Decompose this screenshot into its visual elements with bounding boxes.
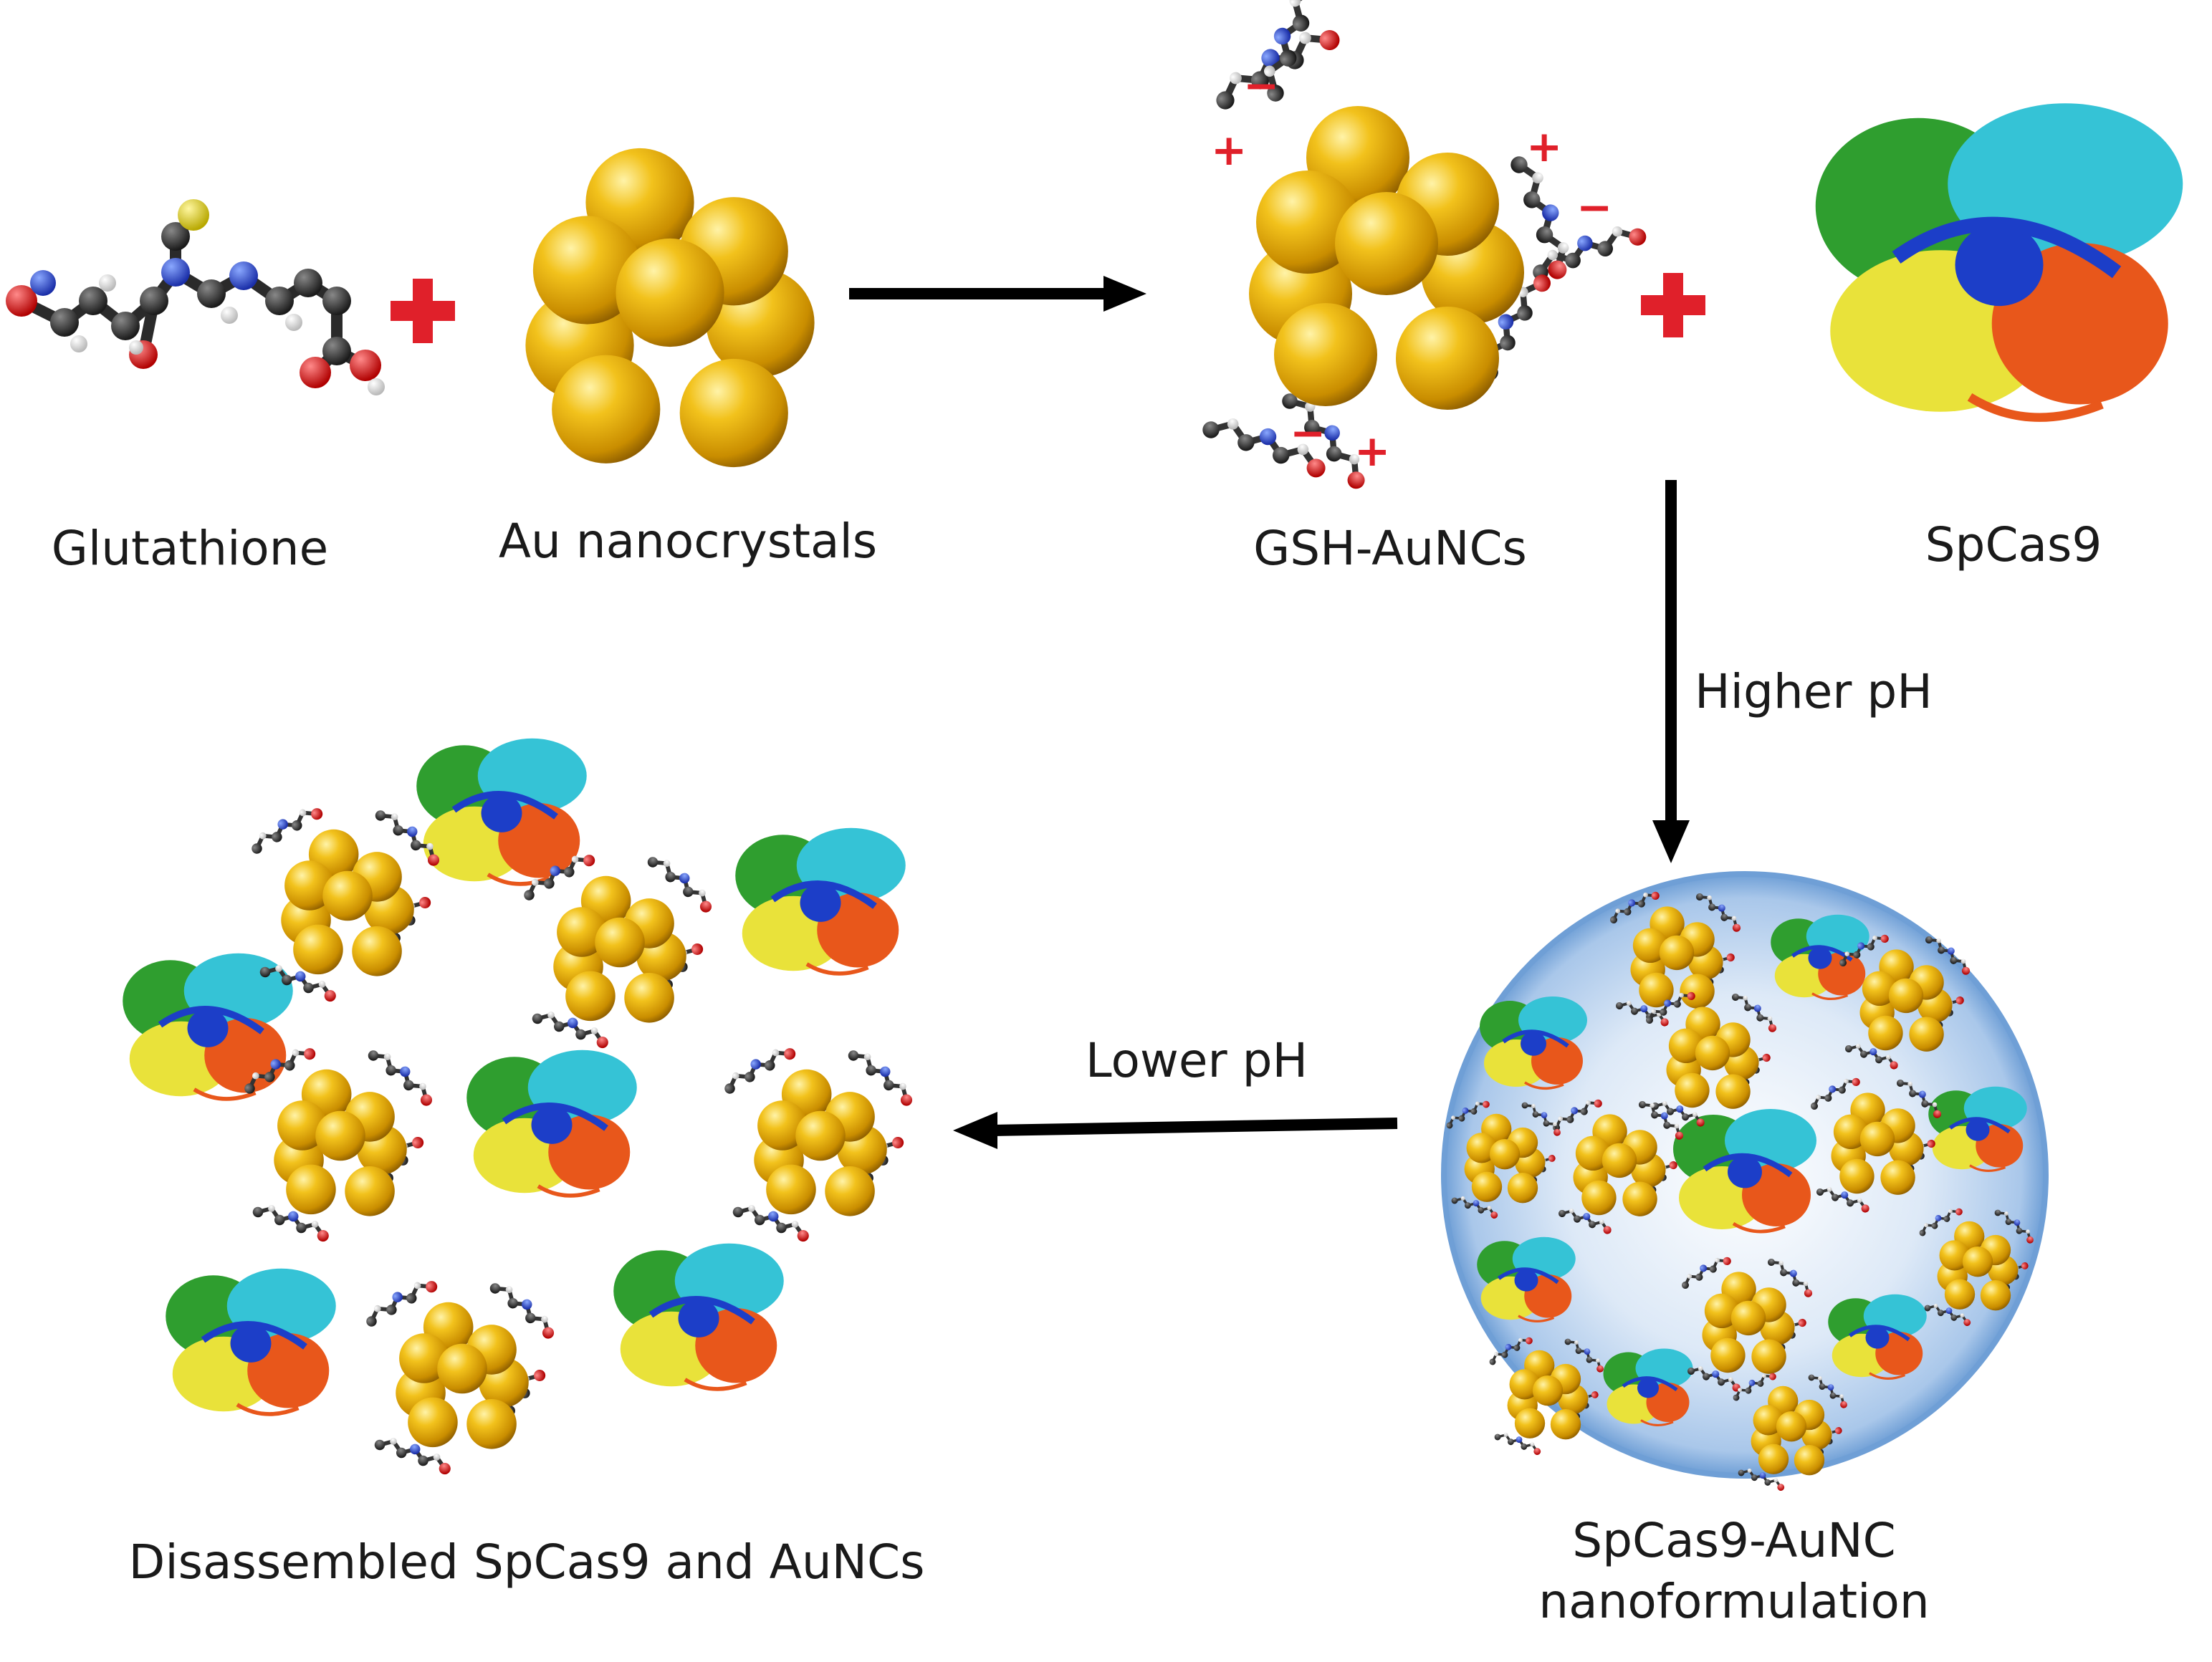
arrow-left-icon xyxy=(953,1112,1398,1149)
svg-text:−: − xyxy=(1576,183,1612,233)
plus-icon xyxy=(1641,273,1705,337)
higher-ph-label: Higher pH xyxy=(1695,664,1933,719)
lower-ph-label: Lower pH xyxy=(1085,1033,1308,1088)
svg-text:+: + xyxy=(1211,125,1247,176)
spcas9-label: SpCas9 xyxy=(1925,517,2102,572)
svg-text:+: + xyxy=(1354,426,1390,476)
nanoformulation-label-line1: SpCas9-AuNC xyxy=(1572,1513,1896,1568)
gsh-auncs-label: GSH-AuNCs xyxy=(1253,521,1527,576)
arrow-right-icon xyxy=(849,276,1146,312)
plus-icon xyxy=(391,279,455,343)
disassembled-components xyxy=(123,739,919,1476)
glutathione-molecule-icon xyxy=(6,199,385,395)
au-nanocrystals-label: Au nanocrystals xyxy=(498,514,878,569)
spcas9-protein-icon xyxy=(1816,103,2183,417)
svg-text:−: − xyxy=(1243,61,1279,111)
arrow-down-icon xyxy=(1652,480,1690,863)
gold-cluster-icon xyxy=(525,148,815,468)
disassembled-label: Disassembled SpCas9 and AuNCs xyxy=(128,1534,925,1590)
nanoformulation-label-line2: nanoformulation xyxy=(1538,1574,1930,1629)
svg-text:−: − xyxy=(1290,408,1326,458)
glutathione-label: Glutathione xyxy=(51,521,329,576)
svg-text:+: + xyxy=(1526,122,1562,172)
nanoformulation-sphere-icon xyxy=(1441,871,2049,1492)
gsh-aunc-cluster-icon: + − + − − + xyxy=(1200,0,1649,492)
